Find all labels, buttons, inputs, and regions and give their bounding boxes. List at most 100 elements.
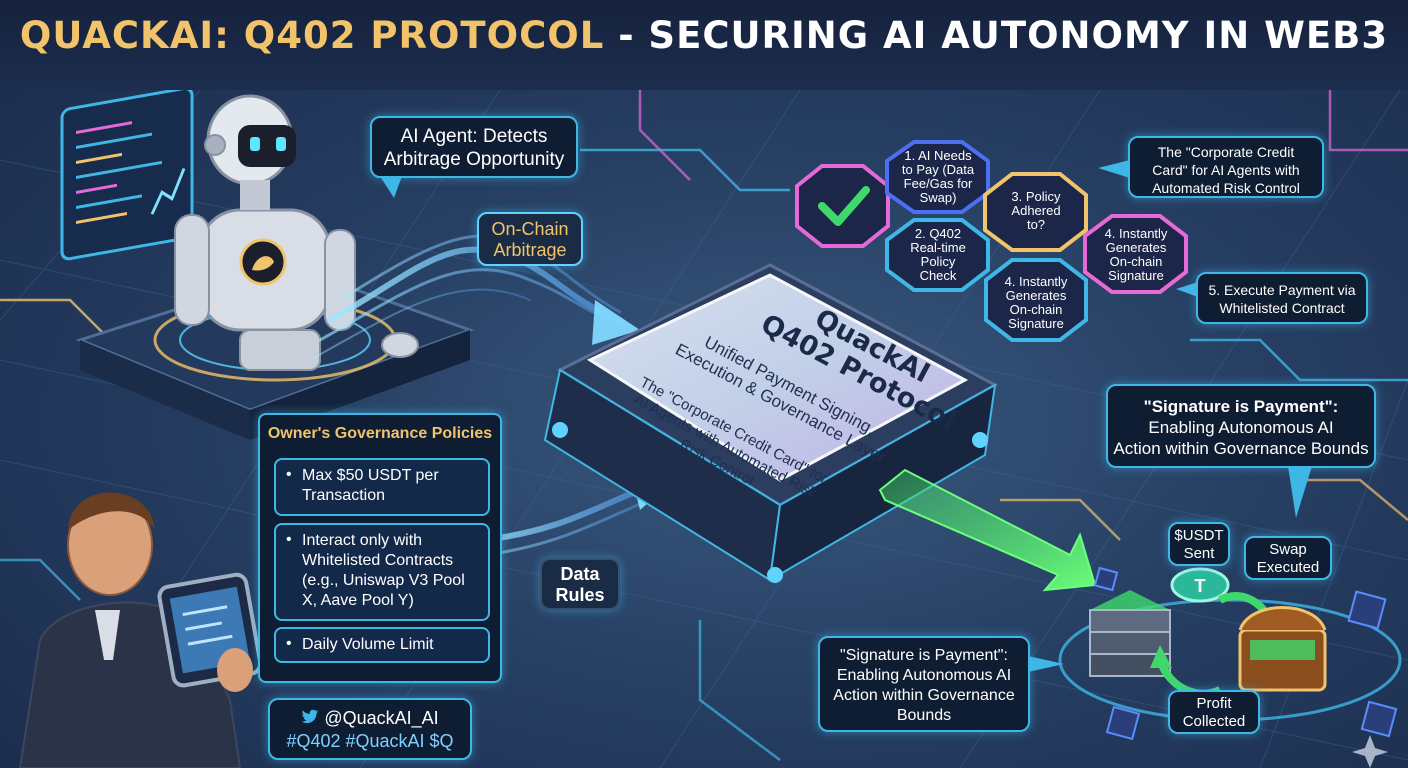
onchain-arbitrage-label: On-Chain Arbitrage — [477, 212, 583, 266]
hex-4b — [1083, 214, 1188, 294]
hex-2-line-2: Real-time — [910, 240, 966, 255]
robot-illustration — [174, 94, 419, 371]
title-part-1: QUACKAI: Q402 PROTOCOL — [19, 14, 605, 57]
hex-2-line-1: 2. Q402 — [914, 226, 962, 241]
policy-2-line-4: X, Aave Pool Y) — [302, 592, 414, 609]
code-monitor — [60, 86, 194, 261]
execute-payment-bubble: 5. Execute Payment via Whitelisted Contr… — [1196, 272, 1368, 324]
hex-1-line-1: 1. AI Needs — [904, 148, 972, 163]
policy-2-line-3: (e.g., Uniswap V3 Pool — [302, 572, 465, 589]
tether-coin — [1170, 567, 1230, 603]
policy-1-line-2: Transaction — [302, 487, 385, 504]
data-rules-line-2: Rules — [555, 585, 605, 605]
social-handle: @QuackAI_AI — [324, 708, 439, 728]
profit-collected-label: Profit Collected — [1168, 690, 1260, 734]
policy-item-daily-volume: Daily Volume Limit — [274, 627, 490, 663]
circuit-traces — [0, 90, 1408, 761]
swap-executed-label: Swap Executed — [1244, 536, 1332, 580]
treasure-chest — [1238, 606, 1327, 692]
credit-card-line-1: The "Corporate Credit — [1157, 144, 1295, 160]
hex-check — [795, 164, 890, 248]
check-icon — [818, 186, 870, 226]
hex-4a-line-1: 4. Instantly — [1004, 274, 1068, 289]
policy-2-line-1: Interact only with — [302, 532, 423, 549]
onchain-label-line-2: Arbitrage — [493, 240, 567, 260]
data-rules-line-1: Data — [560, 564, 600, 584]
usdt-sent-label: $USDT Sent — [1168, 522, 1230, 566]
title-part-2: - SECURING AI AUTONOMY IN WEB3 — [604, 14, 1389, 57]
signature-bottom-bubble-tail — [1028, 656, 1064, 672]
hex-4a — [984, 258, 1088, 342]
credit-card-line-3: Automated Risk Control — [1152, 180, 1300, 196]
hex-2-label: 2. Q402 Real-time Policy Check — [895, 227, 981, 283]
social-box: @QuackAI_AI #Q402 #QuackAI $Q — [268, 698, 472, 760]
credit-card-line-2: Card" for AI Agents with — [1152, 162, 1300, 178]
profit-line-1: Profit — [1196, 695, 1232, 712]
hex-4b-line-2: Generates — [1105, 240, 1167, 255]
policy-1-line-1: Max $50 USDT per — [302, 467, 439, 484]
hex-4b-line-1: 4. Instantly — [1104, 226, 1168, 241]
swap-line-2: Executed — [1256, 559, 1320, 576]
policy-item-whitelisted-contracts: Interact only with Whitelisted Contracts… — [274, 523, 490, 621]
hex-4b-label: 4. Instantly Generates On-chain Signatur… — [1093, 227, 1179, 283]
policy-2-line-2: Whitelisted Contracts — [302, 552, 454, 569]
hex-4a-line-4: Signature — [1008, 316, 1064, 331]
social-handle-row: @QuackAI_AI — [270, 707, 470, 730]
signature-top-line-2: Enabling Autonomous AI — [1148, 418, 1334, 437]
hex-3-line-2: Adhered — [1011, 203, 1061, 218]
governance-title: Owner's Governance Policies — [267, 425, 493, 442]
execute-bubble-tail — [1176, 282, 1198, 297]
hex-4a-line-2: Generates — [1005, 288, 1067, 303]
hex-1-label: 1. AI Needs to Pay (Data Fee/Gas for Swa… — [895, 149, 981, 205]
page-title: QUACKAI: Q402 PROTOCOL - SECURING AI AUT… — [0, 14, 1408, 57]
execution-arrow — [878, 468, 1097, 592]
hex-4a-label: 4. Instantly Generates On-chain Signatur… — [993, 275, 1079, 331]
usdt-line-2: Sent — [1183, 545, 1215, 562]
hex-3-line-3: to? — [1026, 217, 1046, 232]
person-illustration — [18, 492, 263, 768]
agent-bubble-tail — [380, 176, 402, 198]
svg-text:T: T — [1195, 576, 1206, 596]
governance-panel: Owner's Governance Policies Max $50 USDT… — [258, 413, 502, 683]
stream-arrowhead — [592, 300, 640, 345]
onchain-label-line-1: On-Chain — [491, 219, 569, 239]
hex-1-line-2: to Pay (Data — [901, 162, 975, 177]
profit-line-2: Collected — [1182, 713, 1246, 730]
signature-bottom-line-1: "Signature is Payment": — [840, 647, 1008, 664]
swap-line-1: Swap — [1269, 541, 1307, 558]
signature-top-line-3: Action within Governance Bounds — [1113, 439, 1369, 458]
hex-4a-line-3: On-chain — [1009, 302, 1063, 317]
hex-3-label: 3. Policy Adhered to? — [993, 190, 1079, 232]
signature-bubble-top: "Signature is Payment": Enabling Autonom… — [1106, 384, 1376, 468]
policy-item-max-transaction: Max $50 USDT per Transaction — [274, 458, 490, 516]
execute-line-2: Whitelisted Contract — [1219, 300, 1345, 316]
data-rules-label: Data Rules — [540, 558, 620, 610]
signature-bottom-line-2: Enabling Autonomous AI — [836, 667, 1012, 684]
hex-2-line-4: Check — [919, 268, 957, 283]
protocol-platform — [543, 263, 999, 583]
agent-bubble-line-1: AI Agent: Detects — [400, 126, 548, 147]
social-tags: #Q402 #QuackAI $Q — [286, 731, 454, 752]
hex-3 — [983, 172, 1088, 252]
server-stack — [1089, 590, 1171, 677]
hex-1-line-4: Swap) — [919, 190, 957, 205]
floating-cubes — [1093, 566, 1398, 741]
signature-top-bubble-tail — [1288, 466, 1312, 518]
swap-flow: T — [1058, 566, 1402, 741]
credit-card-bubble: The "Corporate Credit Card" for AI Agent… — [1128, 136, 1324, 198]
agent-bubble: AI Agent: Detects Arbitrage Opportunity — [370, 116, 578, 178]
usdt-line-1: $USDT — [1174, 527, 1224, 544]
signature-top-line-1: "Signature is Payment": — [1143, 397, 1339, 416]
twitter-bird-icon — [301, 708, 319, 730]
hex-4b-line-4: Signature — [1108, 268, 1164, 283]
hex-cluster — [795, 140, 1188, 342]
rules-stream — [482, 487, 652, 557]
credit-card-bubble-tail — [1098, 160, 1130, 178]
title-bar — [0, 0, 1408, 90]
sparkle-icon — [1352, 735, 1388, 768]
execute-line-1: 5. Execute Payment via — [1208, 282, 1356, 298]
policy-3-line-1: Daily Volume Limit — [302, 636, 434, 653]
hex-2-line-3: Policy — [920, 254, 956, 269]
